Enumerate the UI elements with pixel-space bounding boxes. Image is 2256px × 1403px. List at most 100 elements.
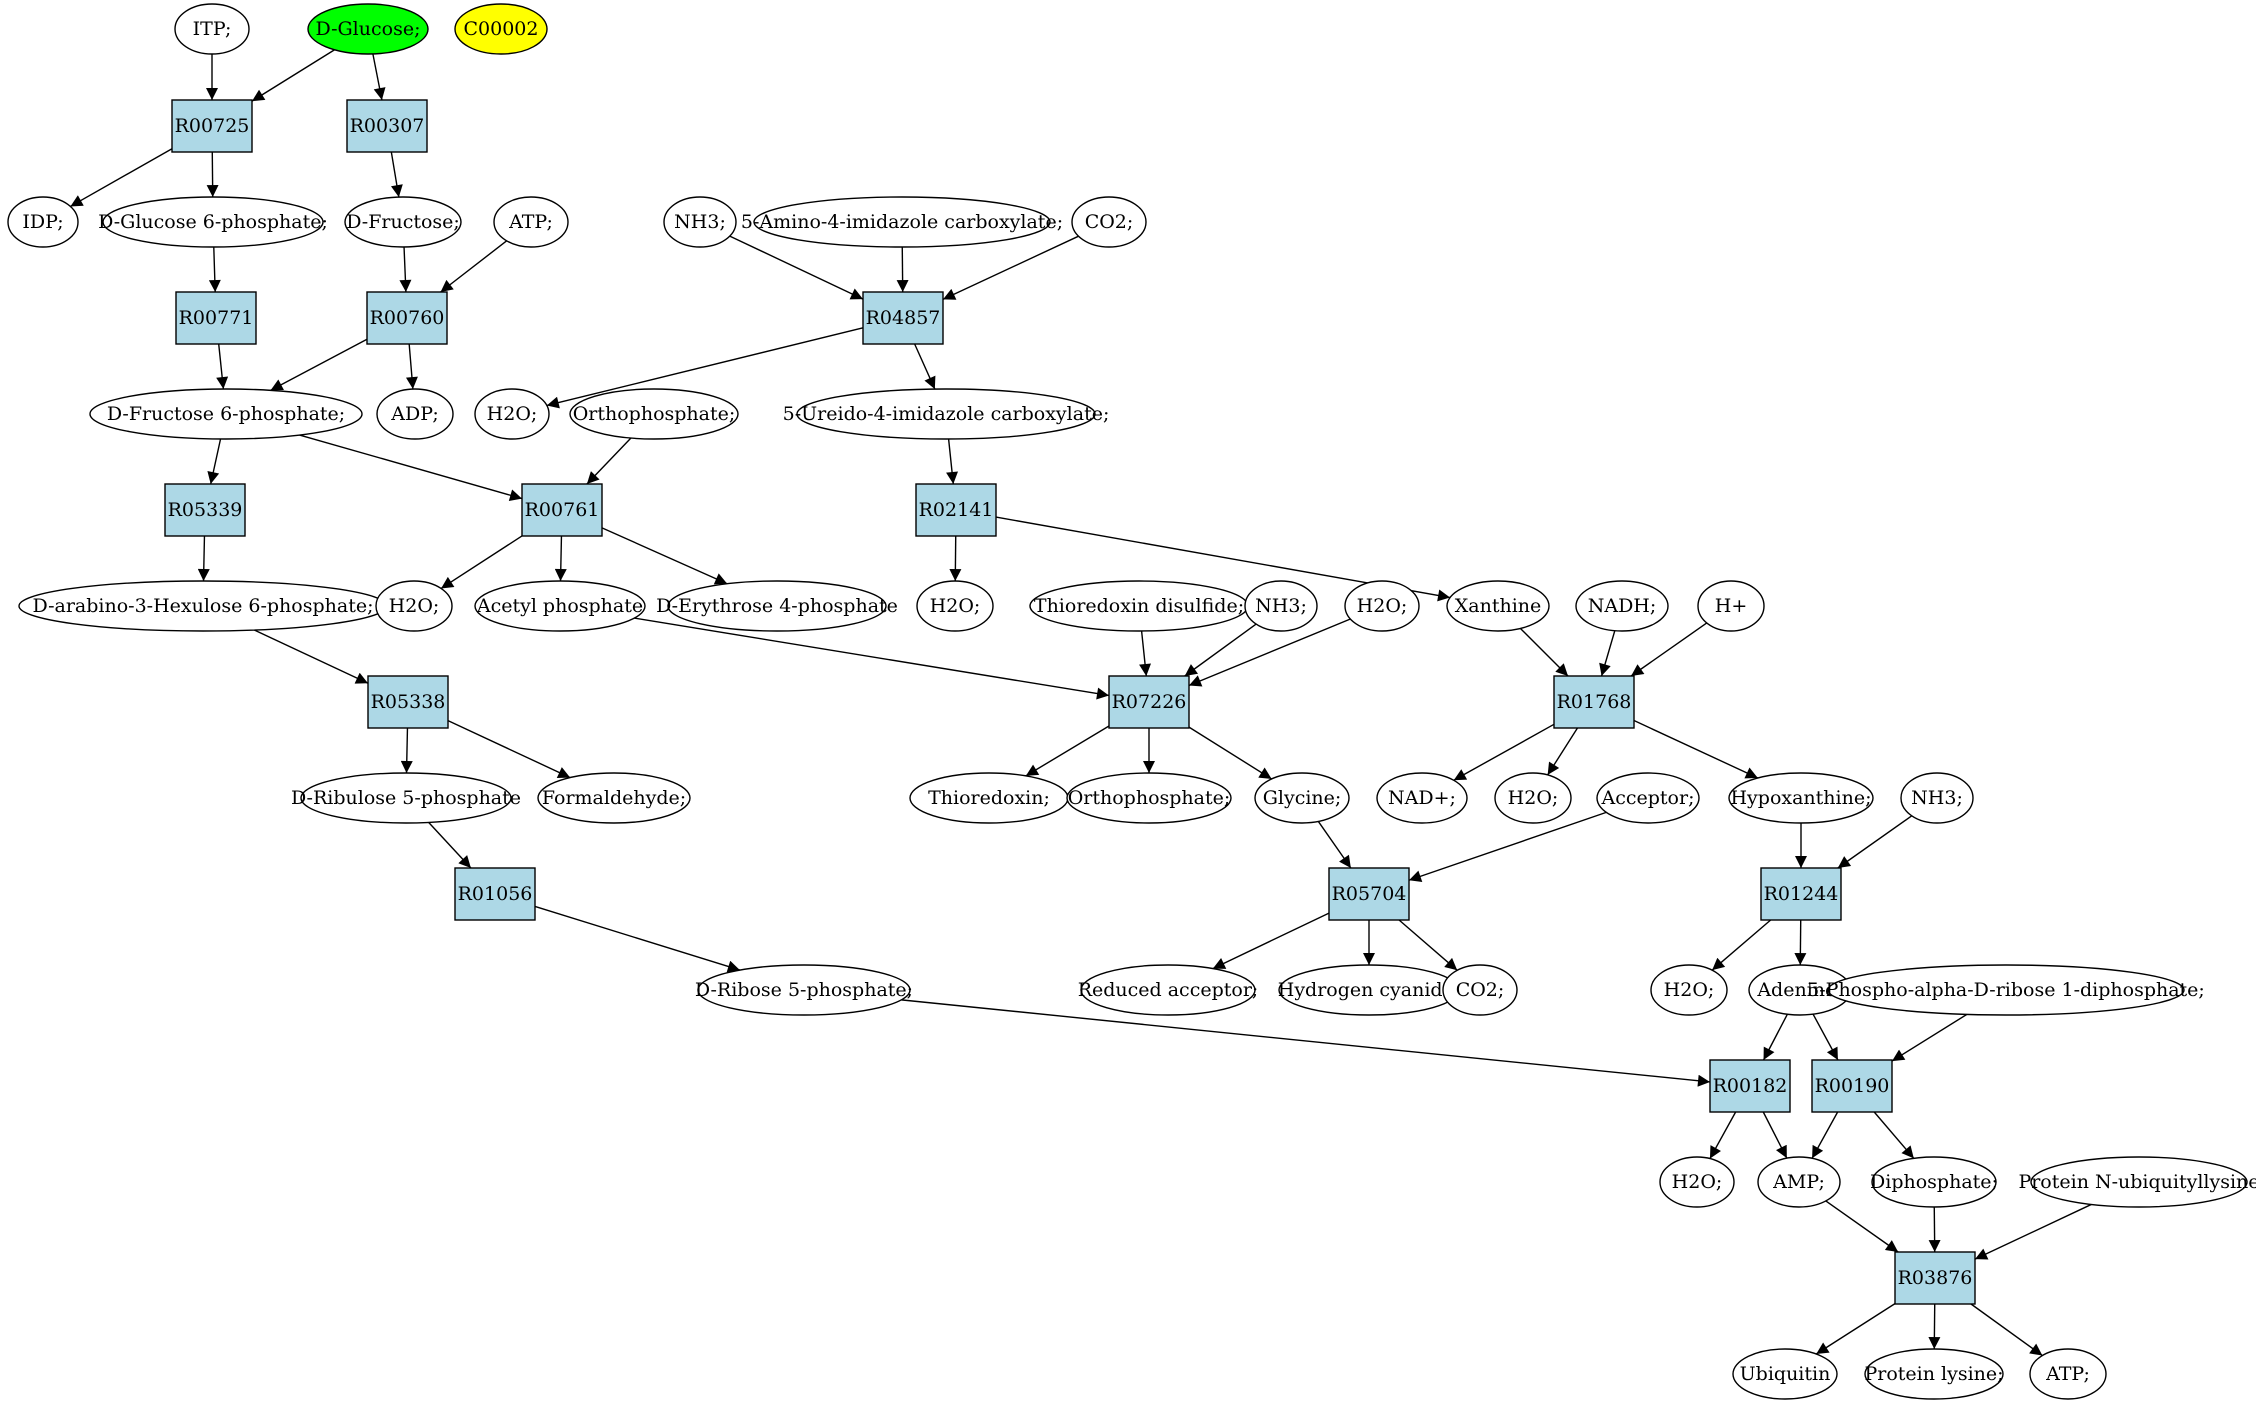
- compound-label: Protein N-ubiquityllysine: [2018, 1171, 2256, 1193]
- compound-node-hypoxanthine[interactable]: Hypoxanthine;: [1728, 772, 1874, 824]
- compound-node-h2o-2[interactable]: H2O;: [375, 580, 453, 632]
- reaction-node-r05338[interactable]: R05338: [367, 675, 449, 729]
- compound-node-xanthine[interactable]: Xanthine: [1446, 580, 1550, 632]
- compound-node-adenine[interactable]: Adenine;: [1748, 964, 1852, 1016]
- reaction-node-r00725[interactable]: R00725: [171, 99, 253, 153]
- compound-node-nh3-2[interactable]: NH3;: [1244, 580, 1318, 632]
- reaction-node-r07226[interactable]: R07226: [1108, 675, 1190, 729]
- compound-node-itp[interactable]: ITP;: [174, 3, 250, 55]
- compound-ellipse: [796, 388, 1096, 440]
- compound-node-co2-2[interactable]: CO2;: [1442, 964, 1518, 1016]
- compound-node-hexulose[interactable]: D-arabino-3-Hexulose 6-phosphate;: [18, 580, 388, 632]
- edge-dfructose6p-to-r05339: [207, 438, 222, 485]
- reaction-node-r00307[interactable]: R00307: [346, 99, 428, 153]
- compound-node-prpp[interactable]: 5-Phospho-alpha-D-ribose 1-diphosphate;: [1807, 964, 2205, 1016]
- reaction-node-r01056[interactable]: R01056: [454, 867, 536, 921]
- compound-node-amino[interactable]: 5-Amino-4-imidazole carboxylate;: [741, 196, 1063, 248]
- reaction-node-r00190[interactable]: R00190: [1811, 1059, 1893, 1113]
- reaction-label: R05704: [1332, 883, 1407, 905]
- edge-r01768-to-h2o-5: [1547, 727, 1579, 776]
- compound-ellipse: [344, 196, 462, 248]
- compound-node-formaldehyde[interactable]: Formaldehyde;: [537, 772, 691, 824]
- compound-node-dglucose[interactable]: D-Glucose;: [307, 3, 429, 55]
- reaction-node-r00761[interactable]: R00761: [521, 483, 603, 537]
- edge-r07226-to-glycine: [1188, 726, 1272, 780]
- compound-label: D-arabino-3-Hexulose 6-phosphate;: [32, 595, 373, 617]
- compound-node-thioredoxin[interactable]: Thioredoxin;: [909, 772, 1069, 824]
- compound-node-h2o-4[interactable]: H2O;: [1344, 580, 1420, 632]
- compound-node-dglucose6p[interactable]: D-Glucose 6-phosphate;: [98, 196, 328, 248]
- edge-r05704-to-co2-2: [1398, 919, 1458, 971]
- reaction-node-r03876[interactable]: R03876: [1894, 1251, 1976, 1305]
- compound-node-nh3-3[interactable]: NH3;: [1900, 772, 1974, 824]
- reaction-label: R04857: [866, 307, 941, 329]
- compound-node-dribose5p[interactable]: D-Ribose 5-phosphate;: [695, 964, 913, 1016]
- compound-node-h2o-3[interactable]: H2O;: [916, 580, 994, 632]
- compound-node-atp1[interactable]: ATP;: [493, 196, 569, 248]
- compound-node-h2o-7[interactable]: H2O;: [1659, 1156, 1735, 1208]
- compound-node-h2o-5[interactable]: H2O;: [1494, 772, 1572, 824]
- edge-hexulose-to-r05338: [253, 629, 369, 684]
- compound-node-nadh[interactable]: NADH;: [1575, 580, 1669, 632]
- reaction-node-r02141[interactable]: R02141: [915, 483, 997, 537]
- reaction-node-r01768[interactable]: R01768: [1553, 675, 1635, 729]
- reaction-label: R00771: [179, 307, 254, 329]
- compound-ellipse: [174, 3, 250, 55]
- reaction-node-r05339[interactable]: R05339: [164, 483, 246, 537]
- edge-r05338-to-formaldehyde: [447, 720, 571, 779]
- reaction-node-r00760[interactable]: R00760: [366, 291, 448, 345]
- reaction-label: R00182: [1713, 1075, 1788, 1097]
- compound-node-idp[interactable]: IDP;: [7, 196, 79, 248]
- edge-h2o-4-to-r07226: [1188, 618, 1351, 687]
- edge-acetylp-to-r07226: [634, 617, 1110, 700]
- compound-node-protnubiq[interactable]: Protein N-ubiquityllysine: [2018, 1156, 2256, 1208]
- compound-node-co2-1[interactable]: CO2;: [1071, 196, 1147, 248]
- reaction-node-r04857[interactable]: R04857: [862, 291, 944, 345]
- compound-node-adp[interactable]: ADP;: [376, 388, 454, 440]
- compound-node-amp[interactable]: AMP;: [1757, 1156, 1841, 1208]
- compound-node-hcn[interactable]: Hydrogen cyanide;: [1278, 964, 1461, 1016]
- compound-label: H+: [1715, 595, 1748, 617]
- compound-node-hplus[interactable]: H+: [1697, 580, 1765, 632]
- reaction-label: R05338: [371, 691, 446, 713]
- compound-node-nh3-1[interactable]: NH3;: [663, 196, 737, 248]
- compound-node-nadplus[interactable]: NAD+;: [1376, 772, 1468, 824]
- compound-node-dfructose6p[interactable]: D-Fructose 6-phosphate;: [89, 388, 363, 440]
- edge-dribose5p-to-r00182: [901, 999, 1711, 1087]
- edge-r00760-to-dfructose6p: [270, 338, 368, 391]
- edge-nh3-3-to-r01244: [1837, 815, 1913, 869]
- compound-node-h2o-1[interactable]: H2O;: [474, 388, 550, 440]
- reaction-node-r00182[interactable]: R00182: [1709, 1059, 1791, 1113]
- compound-node-reducedacc[interactable]: Reduced acceptor;: [1078, 964, 1259, 1016]
- compound-label: Thioredoxin disulfide;: [1034, 595, 1244, 617]
- edge-r00761-to-acetylp: [554, 535, 567, 582]
- compound-node-thiodisulf[interactable]: Thioredoxin disulfide;: [1029, 580, 1249, 632]
- compound-node-acceptor[interactable]: Acceptor;: [1596, 772, 1700, 824]
- edge-r00182-to-h2o-7: [1709, 1111, 1737, 1159]
- reaction-node-r00771[interactable]: R00771: [175, 291, 257, 345]
- compound-node-protlysine[interactable]: Protein lysine;: [1864, 1348, 2004, 1400]
- compound-node-dfructose[interactable]: D-Fructose;: [344, 196, 462, 248]
- compound-label: D-Fructose 6-phosphate;: [107, 403, 345, 425]
- compound-label: D-Ribose 5-phosphate;: [695, 979, 913, 1001]
- compound-ellipse: [537, 772, 691, 824]
- compound-node-ubiquitin[interactable]: Ubiquitin: [1732, 1348, 1838, 1400]
- compound-node-atp2[interactable]: ATP;: [2029, 1348, 2107, 1400]
- compound-node-dribulose[interactable]: D-Ribulose 5-phosphate: [291, 772, 521, 824]
- reaction-box: [175, 291, 257, 345]
- edge-nadh-to-r01768: [1599, 630, 1616, 677]
- edge-xanthine-to-r01768: [1519, 627, 1569, 677]
- compound-node-c00002[interactable]: C00002: [454, 3, 548, 55]
- compound-node-diphosphate[interactable]: Diphosphate;: [1870, 1156, 1998, 1208]
- compound-node-ortho1[interactable]: Orthophosphate;: [569, 388, 739, 440]
- compound-node-ureido[interactable]: 5-Ureido-4-imidazole carboxylate;: [783, 388, 1110, 440]
- compound-node-erythrose[interactable]: D-Erythrose 4-phosphate: [656, 580, 898, 632]
- compound-node-h2o-6[interactable]: H2O;: [1650, 964, 1728, 1016]
- compound-node-glycine[interactable]: Glycine;: [1254, 772, 1350, 824]
- reaction-node-r05704[interactable]: R05704: [1328, 867, 1410, 921]
- reaction-node-r01244[interactable]: R01244: [1760, 867, 1842, 921]
- compound-node-ortho2[interactable]: Orthophosphate;: [1066, 772, 1232, 824]
- edge-co2-1-to-r04857: [942, 235, 1079, 300]
- compound-node-acetylp[interactable]: Acetyl phosphate: [474, 580, 646, 632]
